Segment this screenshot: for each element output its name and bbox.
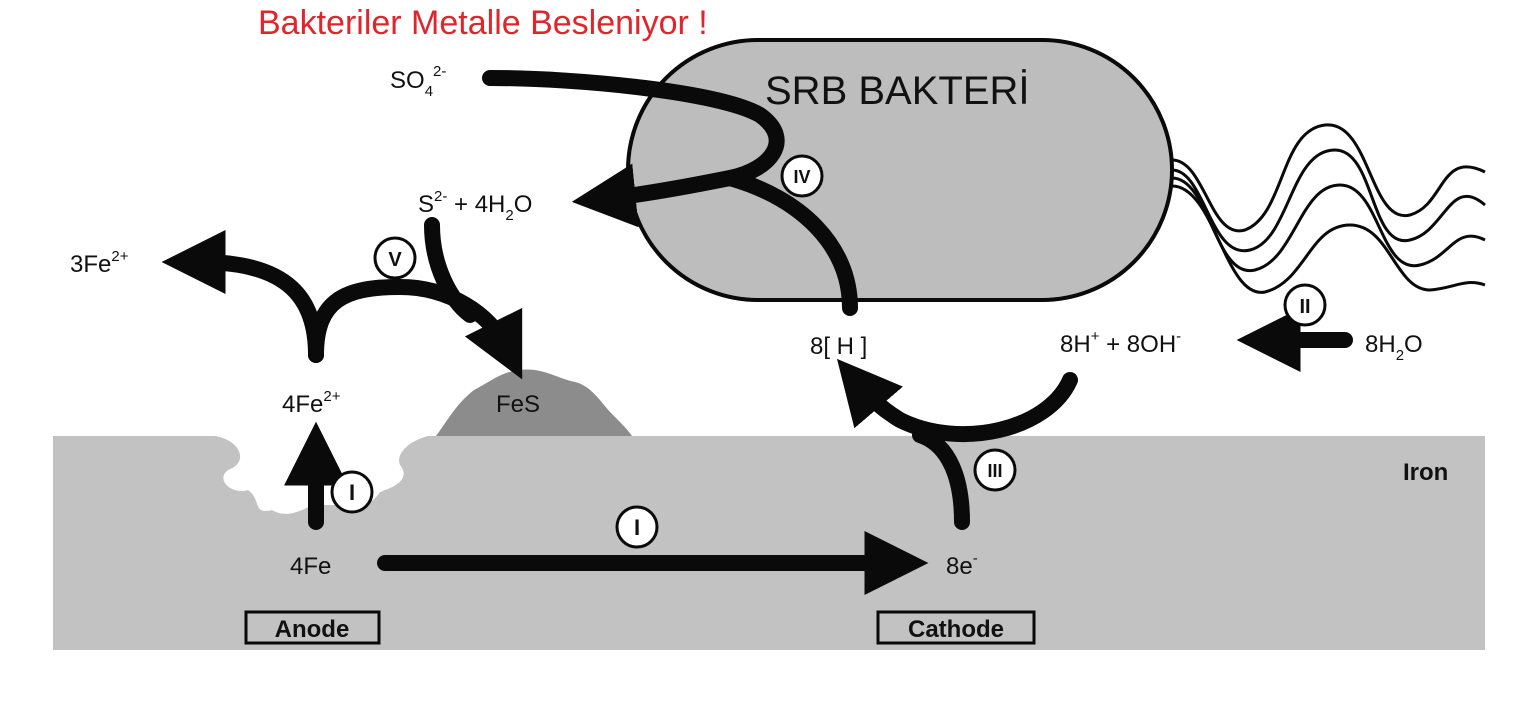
step-circle-reduction: IV bbox=[780, 154, 824, 198]
arrow-cathode-to-hydrogen bbox=[837, 358, 1078, 443]
arrow-sulfate-reduction bbox=[482, 70, 785, 228]
step-label-anode: I bbox=[349, 480, 355, 505]
fe-ion-label: 4Fe2+ bbox=[282, 388, 341, 418]
arrow-cathode-reaction bbox=[912, 427, 970, 530]
arrow-sulfide-to-fes bbox=[424, 217, 478, 323]
anode-label: Anode bbox=[275, 616, 350, 643]
fes-label: FeS bbox=[496, 391, 540, 418]
reaction-arrows bbox=[161, 70, 1353, 595]
anode-box: Anode bbox=[244, 610, 381, 645]
bacterium-label: SRB BAKTERİ bbox=[765, 68, 1030, 113]
step-circle-precipitation: V bbox=[373, 236, 417, 280]
water-label: 8H2O bbox=[1365, 331, 1423, 364]
arrow-hydrogen-uptake bbox=[722, 170, 858, 316]
step-circle-water: II bbox=[1283, 283, 1327, 327]
fes-deposit bbox=[436, 369, 632, 436]
electrons-label: 8e- bbox=[946, 550, 978, 580]
arrow-fe-ion-precipitate bbox=[308, 278, 523, 380]
cathode-label: Cathode bbox=[908, 616, 1004, 643]
step-label-water: II bbox=[1299, 296, 1310, 318]
arrow-fe-ion-branch bbox=[161, 230, 324, 363]
fe-ion-free-label: 3Fe2+ bbox=[70, 248, 129, 278]
flagella bbox=[1171, 123, 1486, 294]
step-markers: I I II III IV V bbox=[330, 154, 1327, 549]
water-split-label: 8H+ + 8OH- bbox=[1060, 328, 1181, 358]
step-label-precipitation: V bbox=[388, 249, 402, 271]
hydrogen-label: 8[ H ] bbox=[810, 333, 867, 360]
page-title: Bakteriler Metalle Besleniyor ! bbox=[258, 4, 708, 42]
cathode-box: Cathode bbox=[876, 610, 1036, 645]
sulfide-water-label: S2- + 4H2O bbox=[418, 188, 532, 224]
step-label-electron: I bbox=[634, 515, 640, 540]
step-circle-cathode: III bbox=[973, 448, 1017, 492]
step-circle-anode: I bbox=[330, 470, 374, 514]
step-circle-electron: I bbox=[615, 505, 659, 549]
step-label-reduction: IV bbox=[793, 167, 810, 187]
iron-label: Iron bbox=[1403, 459, 1448, 486]
sulfate-label: SO42- bbox=[390, 63, 446, 100]
fe-metal-label: 4Fe bbox=[290, 553, 331, 580]
step-label-cathode: III bbox=[987, 461, 1002, 481]
